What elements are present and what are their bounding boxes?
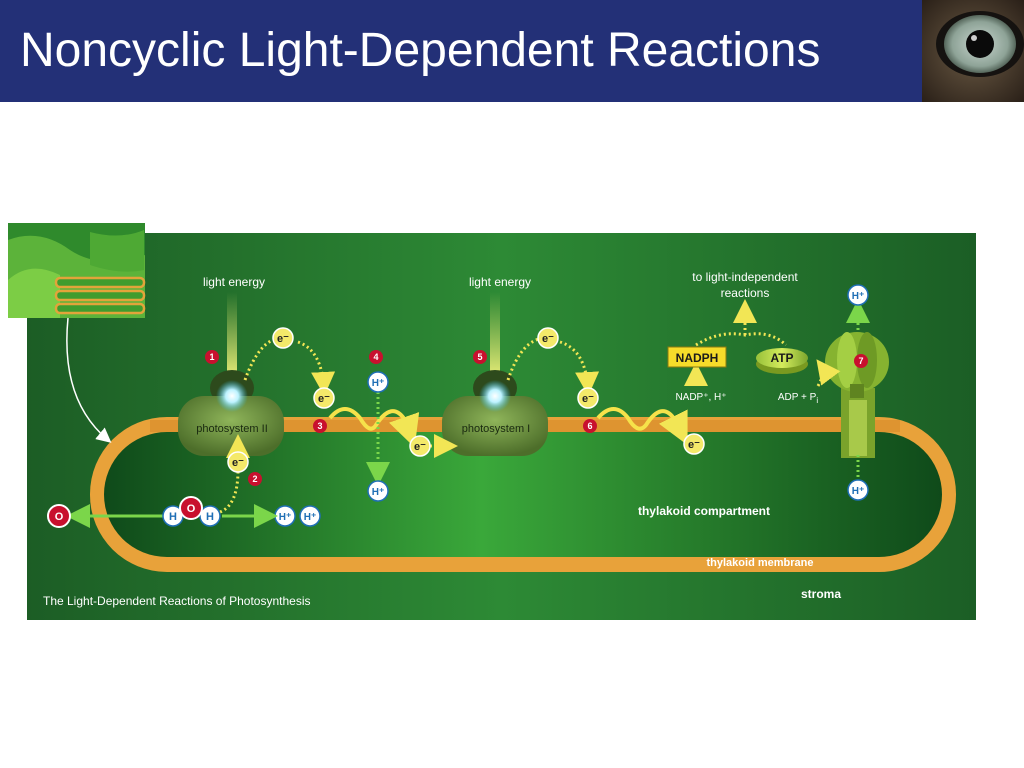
nadph-label: NADPH <box>676 351 719 365</box>
svg-text:e⁻: e⁻ <box>688 439 700 451</box>
electron-token: e⁻ <box>313 387 335 409</box>
electron-token: e⁻ <box>227 451 249 473</box>
svg-text:O: O <box>187 503 196 515</box>
svg-text:1: 1 <box>209 352 214 362</box>
svg-text:3: 3 <box>317 421 322 431</box>
svg-text:e⁻: e⁻ <box>414 441 426 453</box>
electron-token: e⁻ <box>272 327 294 349</box>
svg-text:H⁺: H⁺ <box>279 512 292 523</box>
svg-text:e⁻: e⁻ <box>232 457 244 469</box>
svg-text:2: 2 <box>252 474 257 484</box>
light-beam-1 <box>227 292 237 380</box>
proton-token: H⁺ <box>274 505 296 527</box>
svg-text:H⁺: H⁺ <box>372 378 385 389</box>
atp-label: ATP <box>770 351 793 365</box>
svg-text:H: H <box>206 511 214 523</box>
adp-sub: i <box>816 396 818 405</box>
photosystem-1 <box>442 370 548 456</box>
proton-token: H⁺ <box>367 480 389 502</box>
nadp-label: NADP⁺, H⁺ <box>675 392 726 403</box>
svg-text:e⁻: e⁻ <box>542 333 554 345</box>
electron-token: e⁻ <box>577 387 599 409</box>
electron-token: e⁻ <box>409 435 431 457</box>
step-badge-6: 6 <box>583 419 597 433</box>
svg-text:H⁺: H⁺ <box>852 291 865 302</box>
oxygen-atom-water: O <box>179 496 203 520</box>
stroma-label: stroma <box>801 587 841 601</box>
photosystem-2 <box>178 370 284 456</box>
svg-text:6: 6 <box>587 421 592 431</box>
to-light-independent-arrow <box>695 305 788 347</box>
etc-arrow-2 <box>596 407 688 446</box>
inset-arrow <box>66 317 112 443</box>
to-light-independent-label-1: to light-independent <box>692 270 798 284</box>
etc-arrow-1 <box>328 407 420 448</box>
proton-token: H⁺ <box>367 371 389 393</box>
svg-text:7: 7 <box>858 356 863 366</box>
svg-text:e⁻: e⁻ <box>582 393 594 405</box>
step-badge-5: 5 <box>473 350 487 364</box>
step-badge-2: 2 <box>248 472 262 486</box>
step-badge-3: 3 <box>313 419 327 433</box>
svg-text:H⁺: H⁺ <box>304 512 317 523</box>
svg-text:e⁻: e⁻ <box>277 333 289 345</box>
svg-text:5: 5 <box>477 352 482 362</box>
step-badge-4: 4 <box>369 350 383 364</box>
oxygen-atom-released: O <box>47 504 71 528</box>
adp-label: ADP + Pi <box>778 392 818 405</box>
nadph-badge <box>667 346 727 368</box>
adp-to-atp-arrow <box>816 359 841 387</box>
photosystem-2-label: photosystem II <box>196 423 268 435</box>
svg-text:H: H <box>169 511 177 523</box>
proton-token: H⁺ <box>847 479 869 501</box>
to-light-independent-label-2: reactions <box>721 286 770 300</box>
light-energy-label-1: light energy <box>203 275 265 289</box>
step-badge-7: 7 <box>854 354 868 368</box>
step-badge-1: 1 <box>205 350 219 364</box>
diagram-caption: The Light-Dependent Reactions of Photosy… <box>43 594 311 608</box>
electron-token: e⁻ <box>683 433 705 455</box>
svg-text:H⁺: H⁺ <box>372 487 385 498</box>
slide-title: Noncyclic Light-Dependent Reactions <box>20 24 821 77</box>
thylakoid-membrane-label: thylakoid membrane <box>707 557 814 569</box>
light-energy-label-2: light energy <box>469 275 531 289</box>
atp-badge <box>756 348 808 368</box>
electron-token: e⁻ <box>537 327 559 349</box>
hydrogen-atom: H <box>199 505 221 527</box>
title-bar <box>0 0 922 102</box>
light-beam-2 <box>490 292 500 380</box>
electron-path-ps1-down <box>559 340 600 396</box>
svg-text:e⁻: e⁻ <box>318 393 330 405</box>
thylakoid-compartment-label: thylakoid compartment <box>638 504 770 518</box>
proton-token: H⁺ <box>299 505 321 527</box>
eye-photo <box>922 0 1024 102</box>
photosystem-1-label: photosystem I <box>462 423 530 435</box>
svg-text:O: O <box>55 511 64 523</box>
proton-token: H⁺ <box>847 284 869 306</box>
chloroplast-inset <box>8 223 146 318</box>
svg-text:H⁺: H⁺ <box>852 486 865 497</box>
svg-text:4: 4 <box>373 352 378 362</box>
